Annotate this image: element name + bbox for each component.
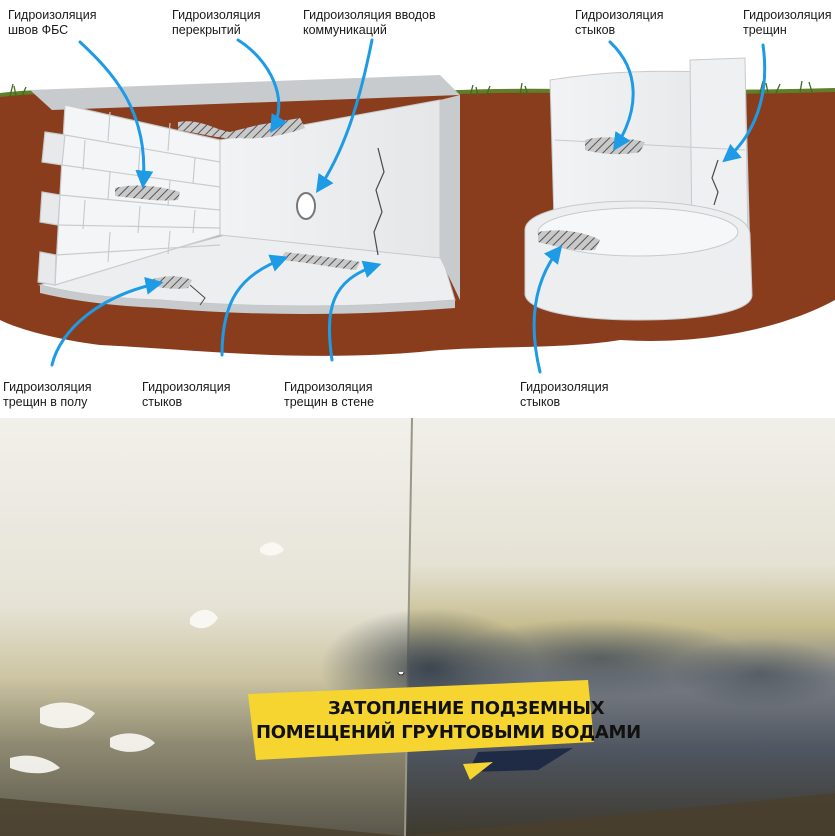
callout-arrows: [50, 38, 767, 374]
banner-shape: [224, 668, 594, 780]
peeling-paint: [10, 542, 284, 774]
diagram-illustration: [0, 38, 835, 374]
banner-line-2: ПОМЕЩЕНИЙ ГРУНТОВЫМИ ВОДАМИ: [256, 722, 641, 743]
banner-line-1: ЗАТОПЛЕНИЕ ПОДЗЕМНЫХ: [328, 698, 605, 719]
headline-banner: ЗАТОПЛЕНИЕ ПОДЗЕМНЫХ ПОМЕЩЕНИЙ ГРУНТОВЫМ…: [224, 668, 641, 782]
grass: [9, 80, 813, 97]
